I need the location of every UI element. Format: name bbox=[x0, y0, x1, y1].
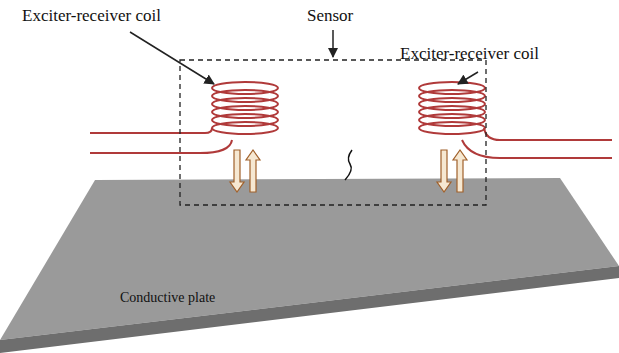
part-label: Sensor bbox=[307, 6, 353, 26]
crack bbox=[345, 150, 352, 180]
conductive-plate bbox=[0, 178, 619, 340]
part-label: Exciter-receiver coil bbox=[22, 6, 161, 26]
field-arrows bbox=[230, 150, 467, 192]
coil-wires bbox=[90, 128, 612, 158]
right-coil bbox=[419, 82, 485, 134]
sensor-outline bbox=[180, 60, 486, 205]
left-coil bbox=[212, 82, 278, 134]
plate-edge bbox=[0, 266, 619, 353]
plate-label: Conductive plate bbox=[120, 290, 215, 306]
part-label: Exciter-receiver coil bbox=[400, 44, 539, 64]
